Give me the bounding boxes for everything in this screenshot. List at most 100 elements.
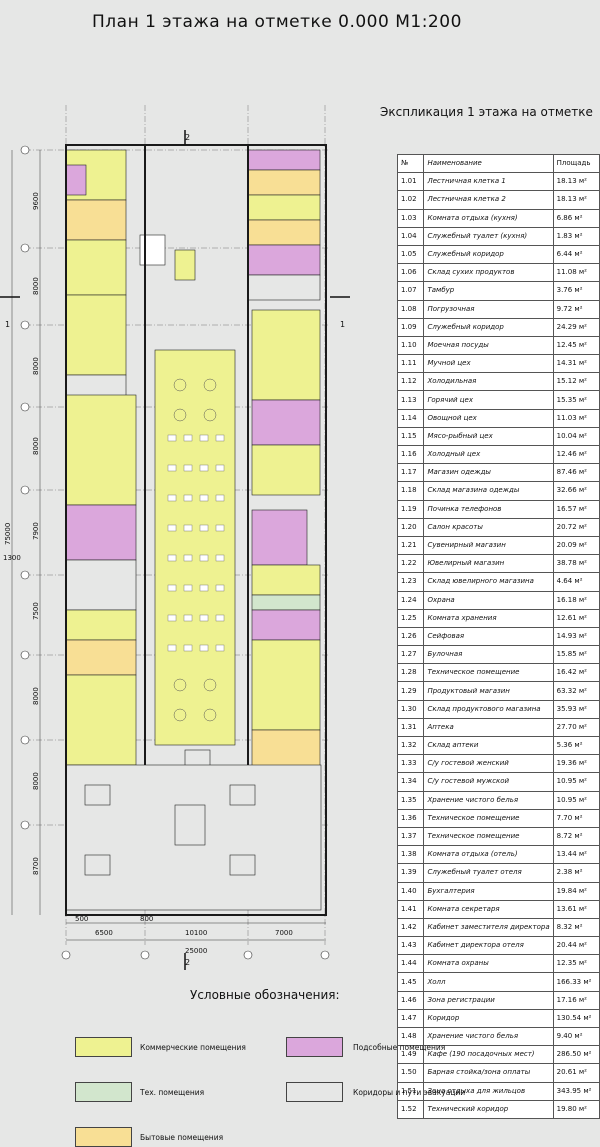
room-area: 13.44 м² bbox=[552, 845, 600, 865]
room-number: 1.45 bbox=[396, 972, 425, 992]
room-number: 1.01 bbox=[396, 172, 425, 192]
room-area: 9.40 м² bbox=[552, 1026, 600, 1047]
room-name: Сейфовая bbox=[423, 626, 554, 647]
room-area: 20.44 м² bbox=[552, 936, 600, 956]
dim-left-2: 8000 bbox=[32, 277, 40, 295]
room-area: 286.50 м² bbox=[552, 1045, 600, 1065]
room-area: 11.08 м² bbox=[552, 263, 600, 283]
room-name: Продуктовый магазин bbox=[423, 681, 554, 701]
room-number: 1.41 bbox=[396, 899, 425, 919]
legend-swatch-utility bbox=[286, 1037, 343, 1057]
room-name: Холодильная bbox=[423, 372, 554, 392]
room-name: Склад магазина одежды bbox=[423, 481, 554, 501]
room-area: 17.16 м² bbox=[552, 990, 600, 1010]
room-number: 1.24 bbox=[396, 590, 425, 610]
room-name: Ювелирный магазин bbox=[423, 554, 554, 574]
dim-left-7: 8000 bbox=[32, 687, 40, 705]
room-number: 1.32 bbox=[396, 735, 425, 756]
dim-left-3: 8000 bbox=[32, 357, 40, 375]
room-number: 1.13 bbox=[396, 390, 425, 410]
room-area: 15.35 м² bbox=[552, 390, 600, 410]
table-header-row: № Наименование Площадь bbox=[396, 153, 600, 174]
room-name: Мучной цех bbox=[423, 354, 554, 374]
room-area: 63.32 м² bbox=[552, 681, 600, 701]
room-number: 1.46 bbox=[396, 990, 425, 1010]
room-area: 12.61 м² bbox=[552, 608, 600, 628]
room-number: 1.35 bbox=[396, 790, 425, 810]
legend-swatch-corridor bbox=[286, 1082, 343, 1102]
room-name: Погрузочная bbox=[423, 299, 554, 319]
room-number: 1.07 bbox=[396, 281, 425, 301]
room-number: 1.39 bbox=[396, 863, 425, 883]
room-name: Кабинет заместителя директора bbox=[423, 917, 554, 938]
room-name: Служебный туалет отеля bbox=[423, 863, 554, 883]
room-name: Техническое помещение bbox=[423, 826, 554, 847]
dim-left-9: 8700 bbox=[32, 857, 40, 875]
room-name: Хранение чистого белья bbox=[423, 790, 554, 810]
room-area: 19.80 м² bbox=[552, 1099, 600, 1119]
room-name: Склад сухих продуктов bbox=[423, 263, 554, 283]
room-area: 11.03 м² bbox=[552, 408, 600, 428]
room-name: Салон красоты bbox=[423, 517, 554, 537]
room-name: Комната секретаря bbox=[423, 899, 554, 919]
room-area: 87.46 м² bbox=[552, 463, 600, 483]
room-number: 1.52 bbox=[396, 1099, 425, 1119]
room-name: Холодный цех bbox=[423, 444, 554, 465]
room-number: 1.04 bbox=[396, 226, 425, 246]
room-area: 14.31 м² bbox=[552, 354, 600, 374]
room-number: 1.37 bbox=[396, 826, 425, 847]
room-name: Комната отдыха (кухня) bbox=[423, 208, 554, 228]
room-name: Аптека bbox=[423, 717, 554, 738]
room-number: 1.43 bbox=[396, 936, 425, 956]
room-number: 1.26 bbox=[396, 626, 425, 647]
room-name: Технический коридор bbox=[423, 1099, 554, 1119]
dim-total: 75000 bbox=[4, 523, 12, 545]
room-area: 9.72 м² bbox=[552, 299, 600, 319]
room-name: Комната охраны bbox=[423, 954, 554, 974]
room-name: Техническое помещение bbox=[423, 808, 554, 828]
dim-bottom-5: 7000 bbox=[275, 929, 293, 937]
room-number: 1.44 bbox=[396, 954, 425, 974]
room-name: Бухгалтерия bbox=[423, 881, 554, 901]
room-area: 5.36 м² bbox=[552, 735, 600, 756]
room-name: Служебный коридор bbox=[423, 244, 554, 265]
dim-bottom-2: 6500 bbox=[95, 929, 113, 937]
room-name: Булочная bbox=[423, 645, 554, 665]
room-number: 1.49 bbox=[396, 1045, 425, 1065]
room-name: Холл bbox=[423, 972, 554, 992]
room-number: 1.40 bbox=[396, 881, 425, 901]
legend-swatch-technical bbox=[75, 1082, 132, 1102]
room-name: Овощной цех bbox=[423, 408, 554, 428]
section-mark-2-bottom: 2 bbox=[185, 958, 190, 967]
room-number: 1.03 bbox=[396, 208, 425, 228]
room-number: 1.09 bbox=[396, 317, 425, 337]
legend-label-commercial: Коммерческие помещения bbox=[140, 1043, 246, 1052]
room-area: 15.12 м² bbox=[552, 372, 600, 392]
dim-bottom-4: 10100 bbox=[185, 929, 207, 937]
room-number: 1.36 bbox=[396, 808, 425, 828]
room-number: 1.29 bbox=[396, 681, 425, 701]
room-name: Магазин одежды bbox=[423, 463, 554, 483]
legend-label-household: Бытовые помещения bbox=[140, 1133, 224, 1142]
room-number: 1.48 bbox=[396, 1026, 425, 1047]
room-area: 20.72 м² bbox=[552, 517, 600, 537]
legend-label-corridor: Коридоры и пути эвакуации bbox=[353, 1088, 466, 1097]
